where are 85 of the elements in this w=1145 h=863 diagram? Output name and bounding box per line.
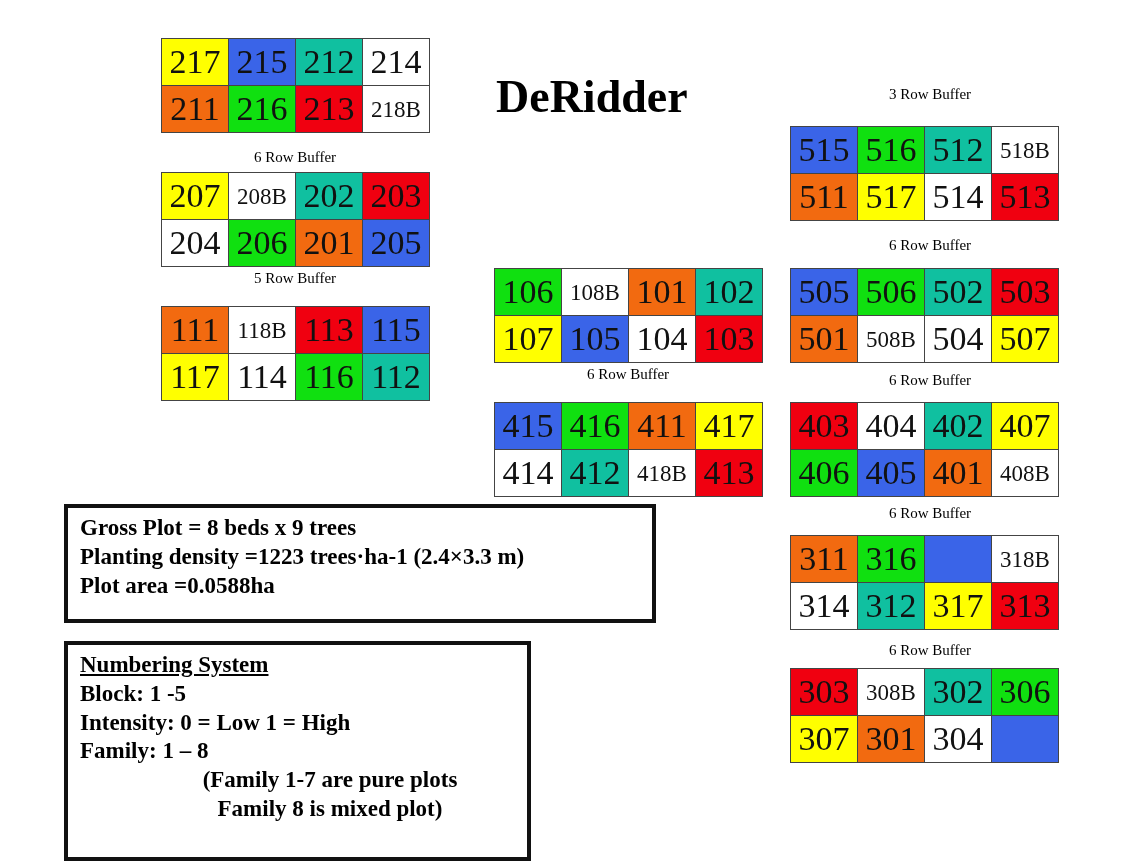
plot-cell: 513 [991, 173, 1059, 221]
note-text: Gross Plot = 8 beds x 9 trees [80, 514, 358, 542]
plot-cell: 107 [494, 315, 562, 363]
plot-cell: 117 [161, 353, 229, 401]
plot-cell: 106 [494, 268, 562, 316]
plot-cell: 115 [362, 306, 430, 354]
note-text: (Family 1-7 are pure plots Family 8 is mixed plot) [201, 766, 459, 823]
plot-cell: 407 [991, 402, 1059, 450]
note-text: Family: 1 – 8 [80, 737, 210, 766]
plot-cell: 201 [295, 219, 363, 267]
buffer-label: 3 Row Buffer [888, 86, 972, 103]
plot-cell: 402 [924, 402, 992, 450]
plot-cell: 303 [790, 668, 858, 716]
plot-cell: 501 [790, 315, 858, 363]
plot-cell: 405 [857, 449, 925, 497]
note-text: Block: 1 -5 [80, 679, 188, 708]
buffer-label: 5 Row Buffer [253, 270, 337, 287]
plot-cell: 205 [362, 219, 430, 267]
plot-cell: 415 [494, 402, 562, 450]
plot-cell: 411 [628, 402, 696, 450]
plot-cell: 207 [161, 172, 229, 220]
plot-cell: 111 [161, 306, 229, 354]
note-text: Numbering System [80, 651, 270, 679]
buffer-label: 6 Row Buffer [888, 372, 972, 389]
plot-cell: 206 [228, 219, 296, 267]
buffer-label: 6 Row Buffer [888, 237, 972, 254]
plot-cell: 312 [857, 582, 925, 630]
plot-cell: 316 [857, 535, 925, 583]
plot-cell: 518B [991, 126, 1059, 174]
plot-cell: 113 [295, 306, 363, 354]
plot-cell: 318B [991, 535, 1059, 583]
note-text: Intensity: 0 = Low 1 = High [80, 708, 352, 737]
plot-cell: 214 [362, 38, 430, 86]
plot-cell: 313 [991, 582, 1059, 630]
note-text: Plot area =0.0588ha [80, 571, 276, 600]
buffer-label: 6 Row Buffer [888, 505, 972, 522]
plot-cell: 204 [161, 219, 229, 267]
plot-cell: 215 [228, 38, 296, 86]
plot-cell: 217 [161, 38, 229, 86]
plot-cell: 503 [991, 268, 1059, 316]
plot-cell: 408B [991, 449, 1059, 497]
plot-cell: 212 [295, 38, 363, 86]
plot-cell: 306 [991, 668, 1059, 716]
plot-cell: 512 [924, 126, 992, 174]
plot-cell: 414 [494, 449, 562, 497]
plot-cell: 403 [790, 402, 858, 450]
plot-cell: 105 [561, 315, 629, 363]
plot-cell: 103 [695, 315, 763, 363]
plot-cell: 417 [695, 402, 763, 450]
plot-cell: 101 [628, 268, 696, 316]
plot-cell: 505 [790, 268, 858, 316]
plot-cell: 112 [362, 353, 430, 401]
buffer-label: 6 Row Buffer [253, 149, 337, 166]
plot-cell: 516 [857, 126, 925, 174]
plot-cell: 401 [924, 449, 992, 497]
plot-cell: 314 [790, 582, 858, 630]
plot-cell: 507 [991, 315, 1059, 363]
plot-cell: 302 [924, 668, 992, 716]
plot-cell: 203 [362, 172, 430, 220]
plot-cell: 301 [857, 715, 925, 763]
note-box [64, 504, 656, 623]
plot-cell: 416 [561, 402, 629, 450]
plot-cell: 502 [924, 268, 992, 316]
plot-cell: 412 [561, 449, 629, 497]
plot-cell: 406 [790, 449, 858, 497]
plot-cell: 102 [695, 268, 763, 316]
plot-cell: 413 [695, 449, 763, 497]
plot-cell: 216 [228, 85, 296, 133]
plot-cell: 218B [362, 85, 430, 133]
plot-cell: 511 [790, 173, 858, 221]
note-text: Planting density =1223 trees·ha-1 (2.4×3.3 m) [80, 542, 526, 571]
plot-cell: 317 [924, 582, 992, 630]
plot-cell: 211 [161, 85, 229, 133]
plot-cell: 202 [295, 172, 363, 220]
plot-cell: 116 [295, 353, 363, 401]
plot-cell: 506 [857, 268, 925, 316]
plot-cell: 517 [857, 173, 925, 221]
buffer-label: 6 Row Buffer [586, 366, 670, 383]
buffer-label: 6 Row Buffer [888, 642, 972, 659]
plot-cell: 311 [790, 535, 858, 583]
plot-cell: 515 [790, 126, 858, 174]
title: DeRidder [496, 70, 688, 123]
plot-cell: 307 [790, 715, 858, 763]
plot-cell: 213 [295, 85, 363, 133]
note-box [64, 641, 531, 861]
